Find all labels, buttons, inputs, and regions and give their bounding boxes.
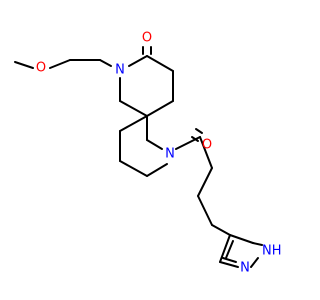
bond-chain-1 [199, 136, 213, 169]
bond-pyrazole-c4-c5 [229, 234, 254, 244]
bond-piperidine-n-ch2 [146, 163, 168, 177]
bond-spiro-ch2 [119, 100, 148, 117]
bond-carbonyl-ring [146, 55, 174, 72]
bond-piperidine-bottom [119, 160, 148, 177]
pyrazole-n-label: N [240, 261, 250, 276]
bond-ch2-piperidine-n [146, 139, 163, 150]
atom-labels: O O N N O NH N [36, 31, 282, 276]
bond-chain-4 [211, 224, 231, 236]
lactam-nitrogen-label: N [115, 63, 125, 78]
bond-piperidine-to-spiro [119, 115, 148, 132]
bond-chain-3 [197, 195, 213, 226]
bond-pyrazole-nh-n [250, 257, 259, 268]
ether-oxygen-label: O [36, 61, 46, 76]
bond-pyrazole-c3-c4 [219, 234, 231, 263]
bond-amide-double-a [191, 136, 199, 142]
bond-pyrazole-c5-nh [252, 242, 263, 246]
bond-ethyl-nitrogen [99, 59, 112, 67]
bond-methyl-oxygen [14, 61, 34, 69]
bond-pyrazole-n-c3-inner [222, 257, 237, 263]
bond-pyrazole-n-c3 [219, 261, 239, 268]
bond-pyrazole-c3-c4-inner [225, 240, 234, 259]
lactam-oxygen-label: O [142, 31, 152, 46]
bond-ring-to-spiro [146, 100, 174, 117]
bond-n-carbonyl-carbon [128, 55, 148, 67]
pyrazole-nh-label: NH [262, 244, 282, 259]
bond-oxygen-ethyl [49, 59, 71, 69]
bonds [14, 46, 263, 268]
bond-amide-double-b [195, 128, 203, 134]
ketone-oxygen-label: O [202, 138, 212, 153]
molecule-structure: O O N N O NH N [14, 31, 282, 276]
bond-chain-2 [197, 167, 213, 197]
piperidine-nitrogen-label: N [165, 147, 175, 162]
